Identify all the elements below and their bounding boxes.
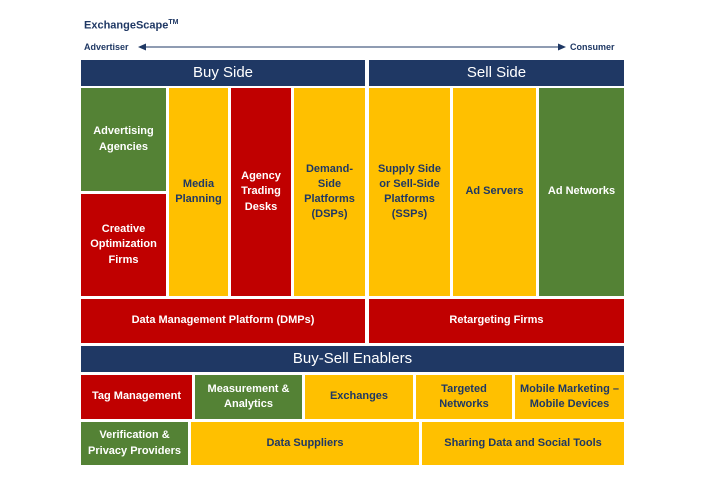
dmp-bar: Data Management Platform (DMPs) (81, 299, 365, 343)
ssp-box: Supply Side or Sell-Side Platforms (SSPs… (369, 88, 450, 296)
dsp-box: Demand-Side Platforms (DSPs) (294, 88, 365, 296)
ad-networks-box: Ad Networks (539, 88, 624, 296)
trademark-mark: TM (168, 19, 179, 26)
mobile-marketing-box: Mobile Marketing – Mobile Devices (515, 375, 624, 419)
consumer-label: Consumer (570, 42, 615, 52)
tag-management-box: Tag Management (81, 375, 192, 419)
sharing-data-box: Sharing Data and Social Tools (422, 422, 624, 465)
title-text: ExchangeScape (84, 19, 169, 32)
retargeting-bar: Retargeting Firms (369, 299, 624, 343)
exchanges-box: Exchanges (305, 375, 413, 419)
measurement-box: Measurement & Analytics (195, 375, 302, 419)
ad-servers-box: Ad Servers (453, 88, 536, 296)
data-suppliers-box: Data Suppliers (191, 422, 419, 465)
double-arrow-icon (138, 43, 566, 51)
verification-box: Verification & Privacy Providers (81, 422, 188, 465)
targeted-networks-box: Targeted Networks (416, 375, 512, 419)
buy-side-header: Buy Side (81, 60, 365, 86)
advertising-agencies-box: Advertising Agencies (81, 88, 166, 191)
agency-trading-desks-box: Agency Trading Desks (231, 88, 291, 296)
creative-optimization-box: Creative Optimization Firms (81, 194, 166, 296)
diagram-title: ExchangeScapeTM (84, 19, 178, 32)
media-planning-box: Media Planning (169, 88, 228, 296)
sell-side-header: Sell Side (369, 60, 624, 86)
enablers-header: Buy-Sell Enablers (81, 346, 624, 372)
advertiser-label: Advertiser (84, 42, 129, 52)
